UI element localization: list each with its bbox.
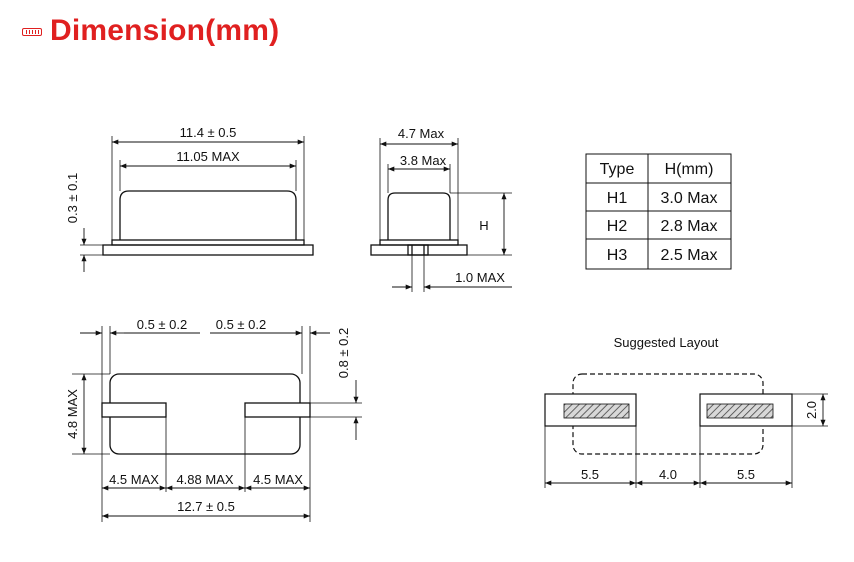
layout-gap-label: 4.0	[659, 467, 677, 482]
bottom-pad-left	[101, 402, 167, 418]
side-base-plate	[379, 239, 459, 246]
bottom-seg-left-label: 4.5 MAX	[109, 472, 159, 487]
front-body-label: 11.05 MAX	[176, 149, 240, 164]
table-cell: 2.5 Max	[661, 247, 718, 264]
side-overall-label: 4.7 Max	[398, 126, 445, 141]
bottom-overall-label: 12.7 ± 0.5	[177, 499, 235, 514]
side-lead	[407, 244, 429, 256]
table-cell: 3.0 Max	[661, 190, 718, 207]
table-header-type: Type	[600, 161, 635, 178]
bottom-pad-right	[244, 402, 311, 418]
bottom-height-label: 4.8 MAX	[65, 389, 80, 439]
layout-pad-left-hatch	[563, 403, 630, 419]
front-base-label: 0.3 ± 0.1	[65, 173, 80, 224]
front-overall-label: 11.4 ± 0.5	[180, 125, 237, 140]
suggested-layout	[544, 373, 828, 488]
ruler-icon	[22, 28, 42, 36]
layout-pad-width2-label: 5.5	[737, 467, 755, 482]
page-title: Dimension(mm)	[22, 14, 279, 48]
bottom-pad-left-label: 0.5 ± 0.2	[137, 317, 188, 332]
bottom-pad-right-label: 0.5 ± 0.2	[216, 317, 267, 332]
table-cell: H2	[607, 218, 628, 235]
height-table	[585, 153, 732, 270]
layout-pad-height-label: 2.0	[804, 401, 819, 419]
side-foot-label: 1.0 MAX	[455, 270, 505, 285]
layout-title: Suggested Layout	[614, 335, 719, 350]
bottom-seg-mid-label: 4.88 MAX	[176, 472, 233, 487]
layout-pad-right-hatch	[706, 403, 774, 419]
base-foot	[102, 244, 314, 256]
side-height-label: H	[479, 218, 488, 233]
side-body-outline	[387, 192, 451, 240]
crystal-body-outline	[119, 190, 297, 240]
bottom-pad-height-label: 0.8 ± 0.2	[336, 328, 351, 379]
table-header-h: H(mm)	[665, 161, 714, 178]
bottom-seg-right-label: 4.5 MAX	[253, 472, 303, 487]
title-text: Dimension(mm)	[50, 14, 280, 47]
front-view	[80, 136, 314, 272]
side-base-foot	[370, 244, 468, 256]
side-view	[370, 138, 512, 292]
table-cell: H3	[607, 247, 628, 264]
table-cell: H1	[607, 190, 628, 207]
table-cell: 2.8 Max	[661, 218, 718, 235]
bottom-view	[72, 326, 362, 522]
layout-pad-width-label: 5.5	[581, 467, 599, 482]
base-plate	[111, 239, 305, 246]
side-body-label: 3.8 Max	[400, 153, 447, 168]
